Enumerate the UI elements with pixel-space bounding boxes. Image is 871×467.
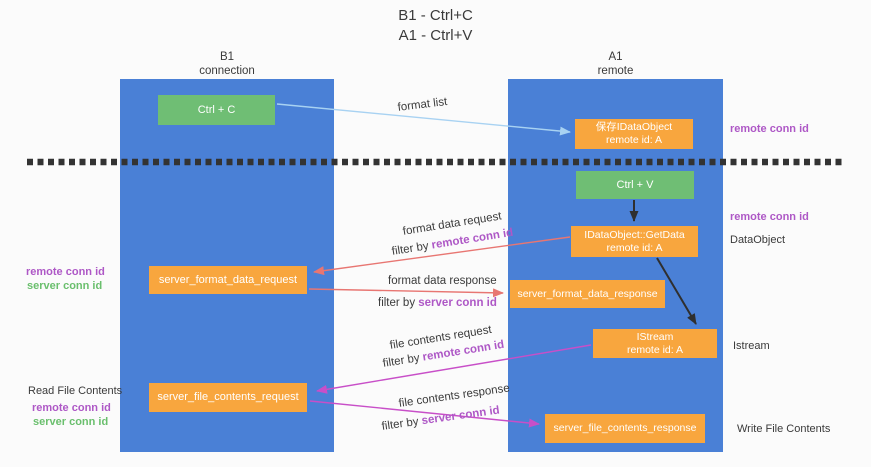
istream-line1: IStream bbox=[636, 330, 674, 343]
server-file-contents-request-node: server_file_contents_request bbox=[149, 383, 307, 412]
remote-conn-id-annotation-left-bottom: remote conn id bbox=[32, 402, 111, 414]
dataobject-annotation: DataObject bbox=[730, 234, 786, 246]
server-conn-id-key: server conn id bbox=[418, 297, 497, 309]
server-conn-id-annotation-left-mid: server conn id bbox=[27, 280, 103, 292]
right-column-name: A1 bbox=[608, 51, 623, 63]
server-format-data-response-node: server_format_data_response bbox=[510, 280, 665, 308]
right-column-role: remote bbox=[597, 65, 634, 77]
save-idataobject-node: 保存IDataObject remote id: A bbox=[575, 119, 693, 149]
server-conn-id-annotation-left-bottom: server conn id bbox=[33, 416, 109, 428]
server-file-contents-response-node: server_file_contents_response bbox=[545, 414, 705, 443]
read-file-contents-annotation: Read File Contents bbox=[28, 385, 123, 397]
filter-by-text: filter by bbox=[381, 415, 423, 433]
server-file-contents-request-label: server_file_contents_request bbox=[157, 391, 299, 403]
ctrl-c-label: Ctrl + C bbox=[197, 103, 236, 116]
istream-annotation: Istream bbox=[733, 340, 770, 352]
filter-by-text: filter by bbox=[378, 297, 419, 309]
getdata-line2: remote id: A bbox=[606, 241, 663, 254]
format-list-label: format list bbox=[397, 95, 448, 114]
format-data-response-filter-label: filter by server conn id bbox=[378, 297, 497, 309]
write-file-contents-annotation: Write File Contents bbox=[737, 423, 831, 435]
istream-node: IStream remote id: A bbox=[593, 329, 717, 358]
ctrl-v-node: Ctrl + V bbox=[576, 171, 694, 199]
server-format-data-request-node: server_format_data_request bbox=[149, 266, 307, 294]
save-idataobject-line1: 保存IDataObject bbox=[595, 121, 673, 133]
getdata-line1: IDataObject::GetData bbox=[584, 228, 685, 241]
format-data-response-label: format data response bbox=[388, 275, 497, 287]
server-format-data-response-label: server_format_data_response bbox=[517, 287, 658, 300]
right-column-header: A1 remote bbox=[508, 50, 723, 78]
idataobject-getdata-node: IDataObject::GetData remote id: A bbox=[571, 226, 698, 257]
remote-conn-id-annotation-left-mid: remote conn id bbox=[26, 266, 105, 278]
left-column-role: connection bbox=[199, 65, 255, 77]
left-column-header: B1 connection bbox=[120, 50, 334, 78]
diagram-title: B1 - Ctrl+C A1 - Ctrl+V bbox=[0, 6, 871, 46]
remote-conn-id-annotation-mid: remote conn id bbox=[730, 211, 809, 223]
left-column-name: B1 bbox=[219, 51, 235, 63]
server-file-contents-response-label: server_file_contents_response bbox=[553, 422, 697, 434]
title-line-2: A1 - Ctrl+V bbox=[398, 27, 473, 44]
title-line-1: B1 - Ctrl+C bbox=[398, 7, 473, 24]
filter-by-text: filter by bbox=[382, 351, 424, 370]
istream-line2: remote id: A bbox=[626, 343, 684, 356]
remote-conn-id-annotation-top: remote conn id bbox=[730, 123, 809, 135]
server-format-data-request-label: server_format_data_request bbox=[158, 273, 298, 286]
filter-by-text: filter by bbox=[391, 239, 433, 258]
ctrl-v-label: Ctrl + V bbox=[616, 178, 654, 191]
server-conn-id-key: server conn id bbox=[420, 404, 501, 428]
ctrl-c-node: Ctrl + C bbox=[158, 95, 275, 125]
save-idataobject-line2: remote id: A bbox=[605, 134, 663, 146]
format-data-response-arrow bbox=[308, 288, 504, 298]
